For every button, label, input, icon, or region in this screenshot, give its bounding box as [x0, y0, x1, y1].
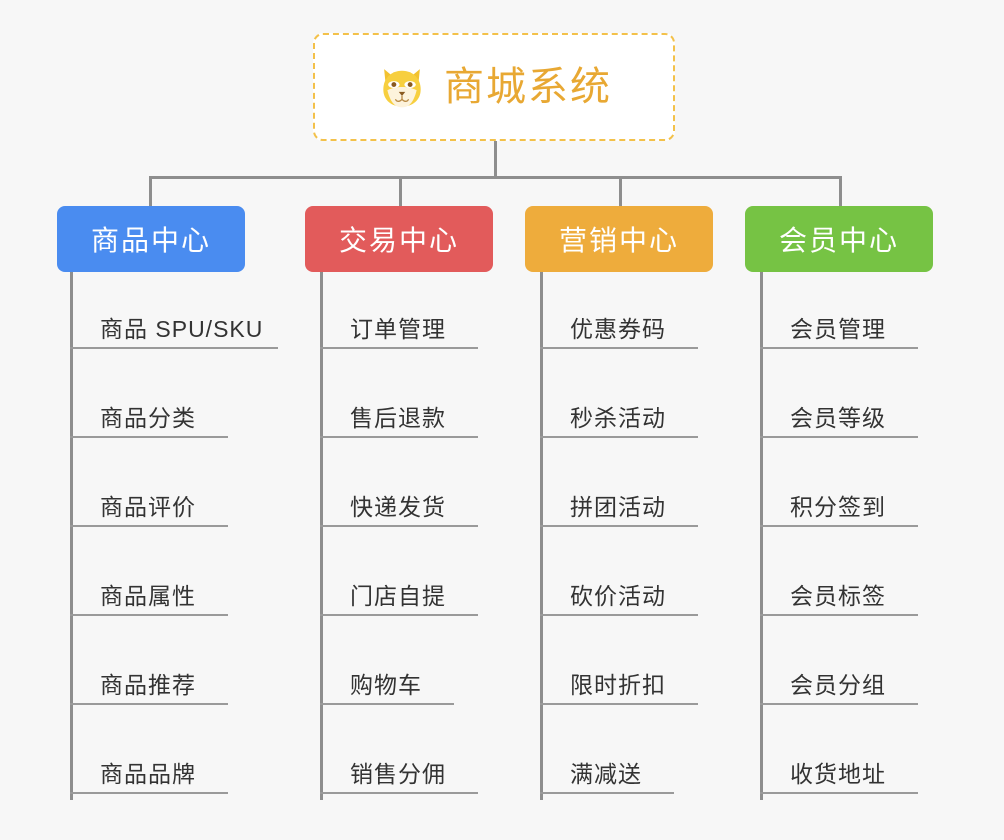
category-header-label: 商品中心 — [90, 225, 211, 256]
leaf-label: 积分签到 — [790, 493, 886, 520]
connector-drop-product-center — [149, 176, 152, 208]
leaf-label: 商品属性 — [100, 582, 196, 609]
connector-drop-member-center — [839, 176, 842, 208]
category-header-marketing-center[interactable]: 营销中心 — [525, 206, 713, 272]
leaf-label: 购物车 — [350, 671, 422, 698]
trunk-product-center — [70, 272, 73, 800]
leaf-item[interactable]: 销售分佣 — [320, 742, 478, 794]
leaf-label: 商品品牌 — [100, 760, 196, 787]
leaf-item[interactable]: 会员分组 — [760, 653, 918, 705]
leaf-item[interactable]: 购物车 — [320, 653, 454, 705]
leaf-item[interactable]: 商品评价 — [70, 475, 228, 527]
leaf-label: 会员标签 — [790, 582, 886, 609]
connector-bus-bar — [149, 176, 841, 179]
category-header-label: 交易中心 — [338, 225, 459, 256]
leaf-label: 商品 SPU/SKU — [100, 315, 264, 342]
leaf-item[interactable]: 限时折扣 — [540, 653, 698, 705]
leaf-item[interactable]: 售后退款 — [320, 386, 478, 438]
connector-root-stem — [494, 141, 497, 178]
leaf-label: 订单管理 — [350, 315, 446, 342]
category-header-member-center[interactable]: 会员中心 — [745, 206, 933, 272]
leaf-label: 会员管理 — [790, 315, 886, 342]
leaf-item[interactable]: 收货地址 — [760, 742, 918, 794]
leaf-item[interactable]: 会员等级 — [760, 386, 918, 438]
category-header-label: 营销中心 — [558, 225, 679, 256]
root-node[interactable]: 商城系统 — [313, 33, 675, 141]
shiba-dog-face-icon — [376, 61, 428, 113]
leaf-item[interactable]: 优惠券码 — [540, 297, 698, 349]
leaf-label: 拼团活动 — [570, 493, 666, 520]
leaf-label: 限时折扣 — [570, 671, 666, 698]
trunk-member-center — [760, 272, 763, 800]
category-header-label: 会员中心 — [778, 225, 899, 256]
leaf-item[interactable]: 满减送 — [540, 742, 674, 794]
leaf-label: 会员等级 — [790, 404, 886, 431]
leaf-item[interactable]: 会员标签 — [760, 564, 918, 616]
leaf-label: 秒杀活动 — [570, 404, 666, 431]
trunk-trade-center — [320, 272, 323, 800]
leaf-item[interactable]: 砍价活动 — [540, 564, 698, 616]
leaf-label: 商品推荐 — [100, 671, 196, 698]
leaf-label: 砍价活动 — [570, 582, 666, 609]
leaf-label: 快递发货 — [350, 493, 446, 520]
trunk-marketing-center — [540, 272, 543, 800]
leaf-label: 门店自提 — [350, 582, 446, 609]
leaf-label: 售后退款 — [350, 404, 446, 431]
leaf-label: 会员分组 — [790, 671, 886, 698]
leaf-label: 销售分佣 — [350, 760, 446, 787]
leaf-item[interactable]: 积分签到 — [760, 475, 918, 527]
connector-drop-marketing-center — [619, 176, 622, 208]
leaf-label: 满减送 — [570, 760, 642, 787]
leaf-item[interactable]: 会员管理 — [760, 297, 918, 349]
leaf-label: 优惠券码 — [570, 315, 666, 342]
leaf-label: 商品分类 — [100, 404, 196, 431]
leaf-item[interactable]: 订单管理 — [320, 297, 478, 349]
leaf-item[interactable]: 商品分类 — [70, 386, 228, 438]
category-header-trade-center[interactable]: 交易中心 — [305, 206, 493, 272]
root-title: 商城系统 — [444, 65, 612, 109]
leaf-item[interactable]: 商品品牌 — [70, 742, 228, 794]
leaf-item[interactable]: 快递发货 — [320, 475, 478, 527]
leaf-label: 商品评价 — [100, 493, 196, 520]
leaf-label: 收货地址 — [790, 760, 886, 787]
category-header-product-center[interactable]: 商品中心 — [57, 206, 245, 272]
leaf-item[interactable]: 商品推荐 — [70, 653, 228, 705]
leaf-item[interactable]: 商品 SPU/SKU — [70, 297, 278, 349]
leaf-item[interactable]: 门店自提 — [320, 564, 478, 616]
leaf-item[interactable]: 拼团活动 — [540, 475, 698, 527]
leaf-item[interactable]: 秒杀活动 — [540, 386, 698, 438]
connector-drop-trade-center — [399, 176, 402, 208]
leaf-item[interactable]: 商品属性 — [70, 564, 228, 616]
